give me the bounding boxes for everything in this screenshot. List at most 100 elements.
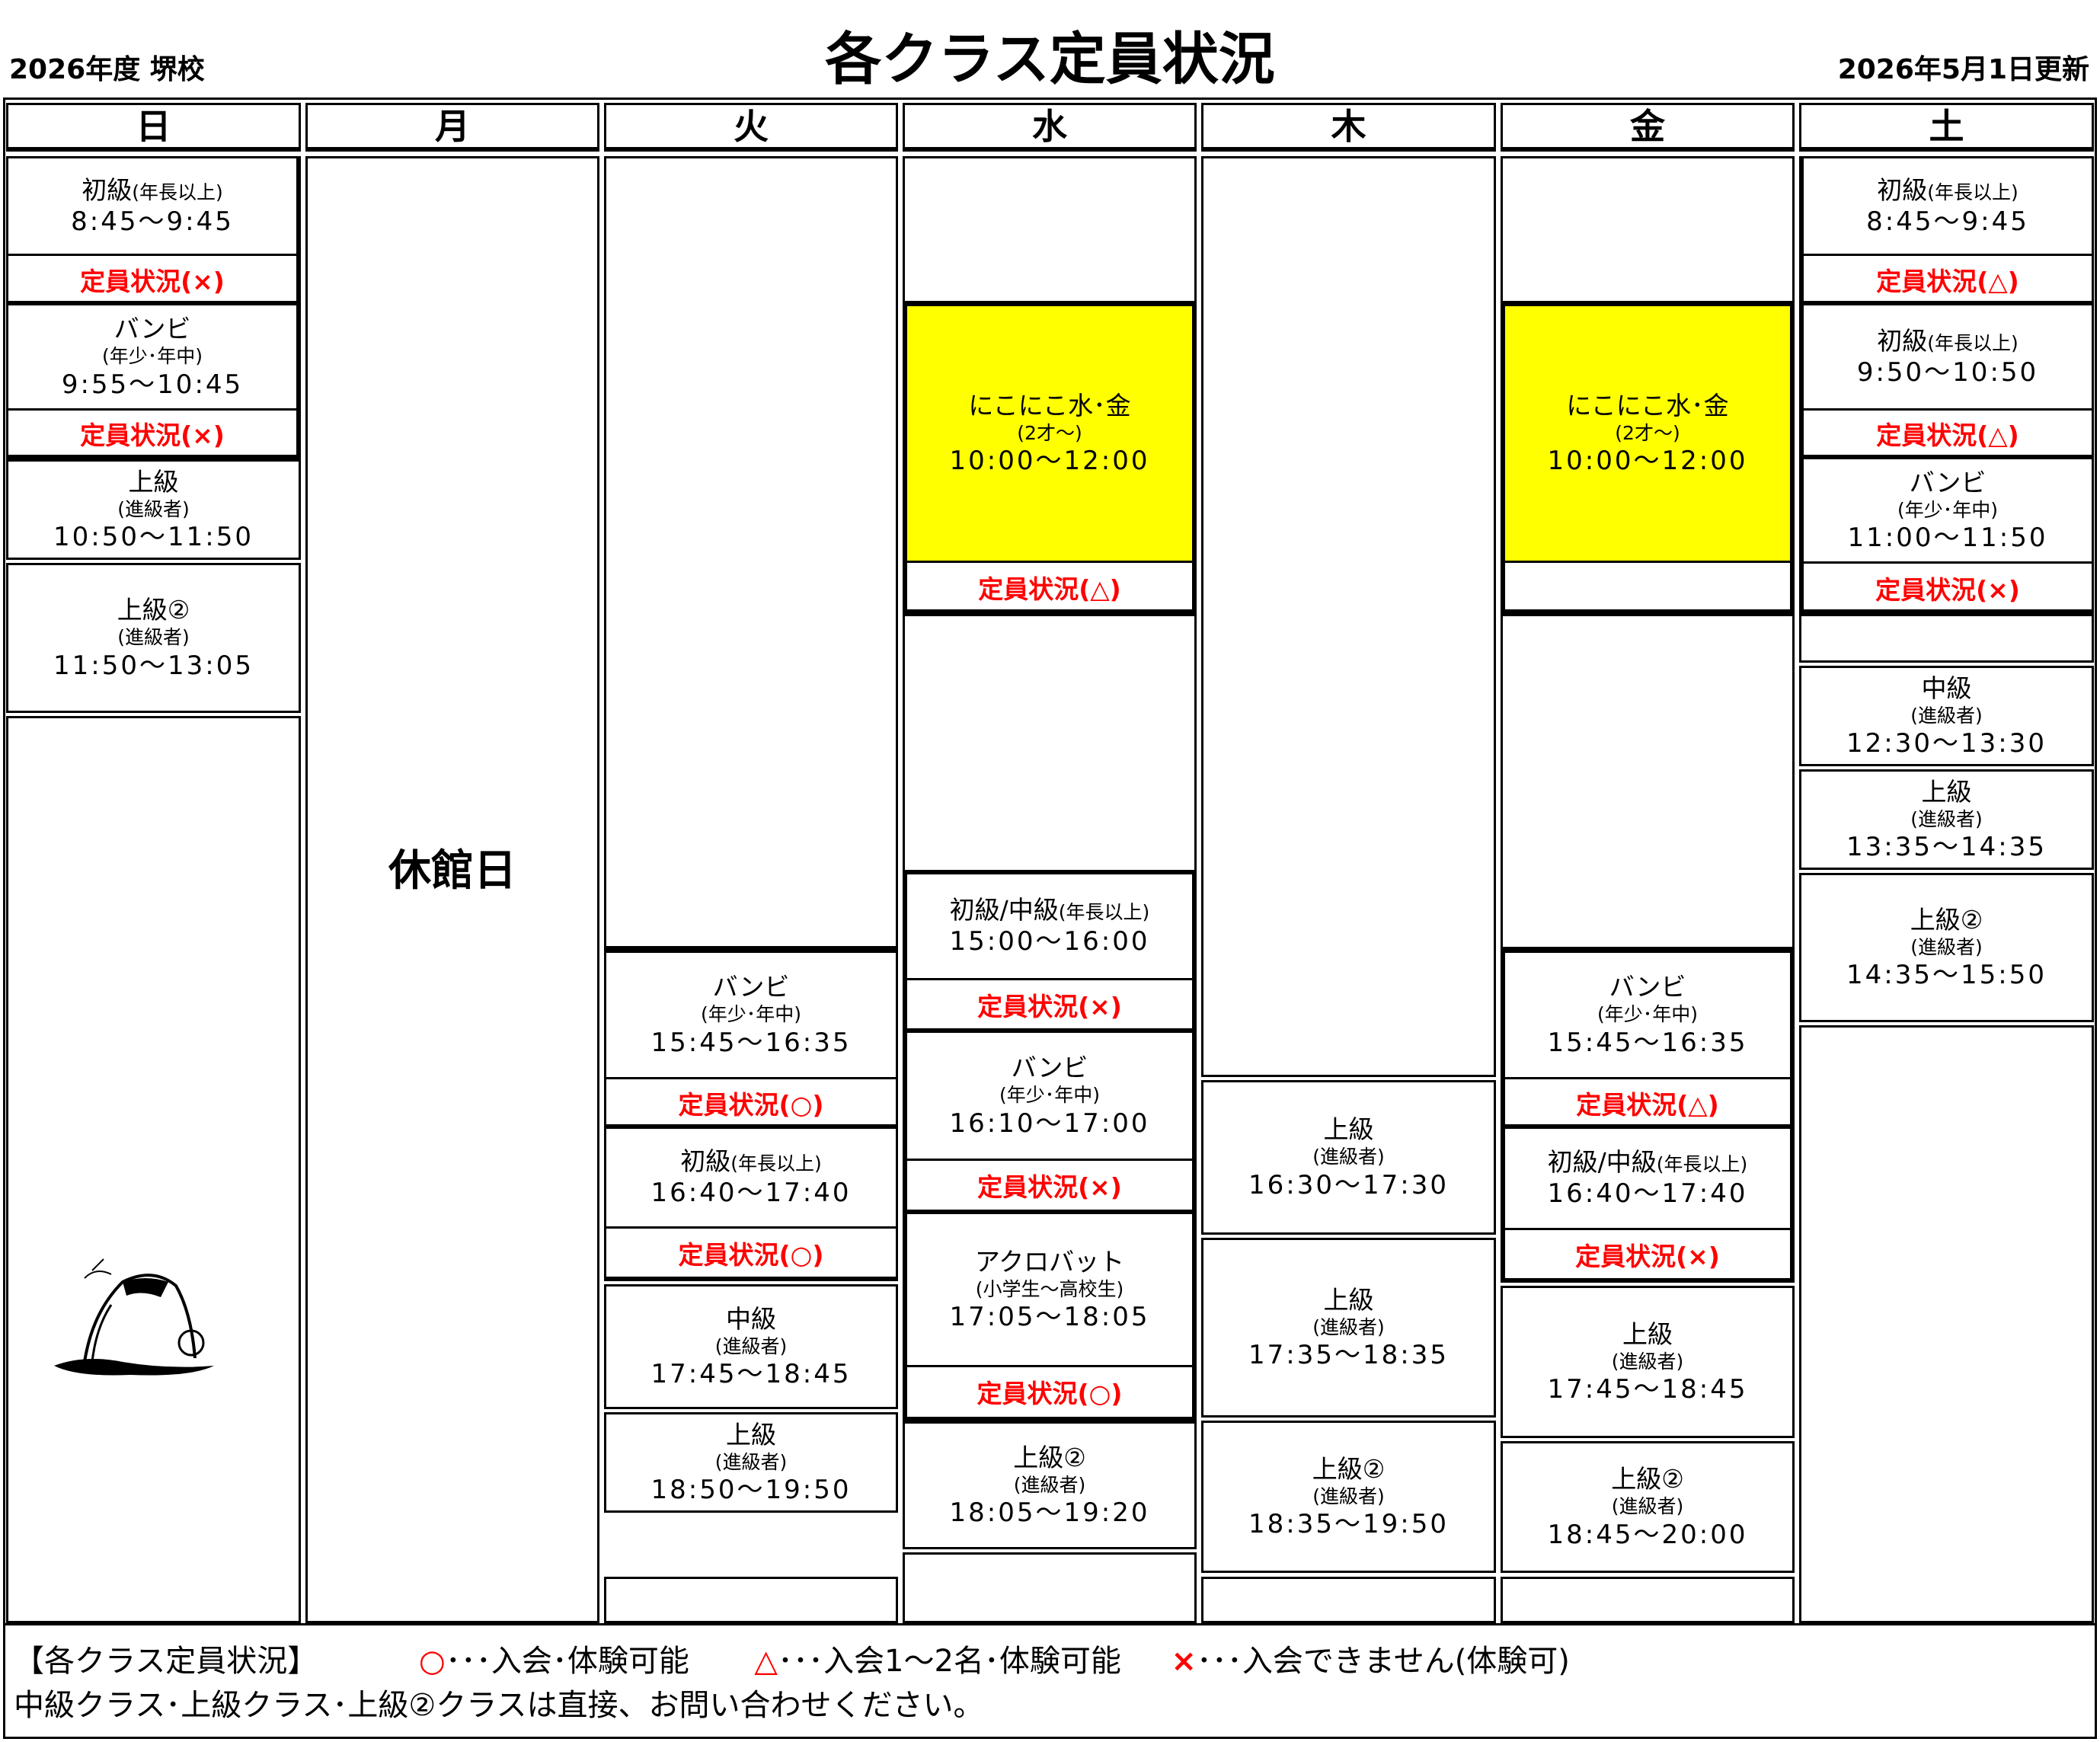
class-time: 18:05～19:20	[949, 1497, 1150, 1528]
class-time: 17:45～18:45	[1547, 1374, 1748, 1405]
class-block: 上級② (進級者) 11:50～13:05	[6, 563, 301, 713]
class-name: 上級	[726, 1419, 776, 1450]
legend-heading: 【各クラス定員状況】	[14, 1644, 318, 1679]
class-target: (年長以上)	[1927, 181, 2018, 203]
class-block: 初級(年長以上) 16:40～17:40 定員状況(○)	[604, 1129, 898, 1281]
class-name: 上級	[1622, 1318, 1673, 1349]
class-name: 初級/中級	[1547, 1147, 1657, 1178]
class-block: バンビ (年少･年中) 11:00～11:50 定員状況(×)	[1799, 459, 2094, 614]
class-info: バンビ (年少･年中) 15:45～16:35	[1505, 953, 1790, 1077]
class-target: (年長以上)	[730, 1152, 822, 1175]
class-name: バンビ	[1609, 972, 1686, 1002]
empty-slot	[903, 1552, 1197, 1623]
class-block: 上級 (進級者) 16:30～17:30	[1201, 1080, 1496, 1235]
class-target: (年少･年中)	[700, 1003, 801, 1026]
class-block: 中級 (進級者) 12:30～13:30	[1799, 666, 2094, 766]
class-time: 17:05～18:05	[949, 1302, 1150, 1332]
class-info: 上級 (進級者) 18:50～19:50	[606, 1414, 896, 1510]
class-name: 上級	[1323, 1284, 1374, 1315]
class-name: アクロバット	[974, 1246, 1125, 1277]
class-block: 上級 (進級者) 17:45～18:45	[1501, 1286, 1795, 1438]
class-name: 上級②	[1910, 904, 1983, 935]
class-info: にこにこ水･金 (2才～) 10:00～12:00	[907, 306, 1192, 561]
class-target: (年少･年中)	[1597, 1003, 1698, 1026]
class-name: 初級	[82, 174, 133, 205]
class-name: 初級	[680, 1146, 731, 1177]
class-target: (進級者)	[1910, 935, 1983, 958]
capacity-status: 定員状況(○)	[907, 1365, 1192, 1416]
class-block: 初級(年長以上) 8:45～9:45 定員状況(△)	[1799, 156, 2094, 305]
class-time: 16:30～17:30	[1248, 1169, 1449, 1200]
class-target: (進級者)	[1312, 1315, 1385, 1338]
class-block: バンビ (年少･年中) 15:45～16:35 定員状況(△)	[1501, 948, 1795, 1129]
capacity-status: 定員状況(○)	[606, 1077, 896, 1127]
class-time: 9:55～10:45	[61, 369, 244, 400]
day-header-sun: 日	[6, 103, 301, 152]
class-target: (進級者)	[117, 497, 190, 520]
class-info: アクロバット (小学生～高校生) 17:05～18:05	[907, 1214, 1192, 1365]
class-time: 18:45～20:00	[1547, 1519, 1748, 1550]
class-block: 中級 (進級者) 17:45～18:45	[604, 1284, 898, 1409]
class-time: 17:45～18:45	[650, 1359, 852, 1389]
class-target: (進級者)	[1013, 1473, 1086, 1496]
class-info: 上級 (進級者) 17:35～18:35	[1203, 1240, 1494, 1415]
class-time: 16:40～17:40	[1547, 1178, 1748, 1210]
class-info: 初級/中級(年長以上) 15:00～16:00	[907, 874, 1192, 978]
class-block: 上級 (進級者) 13:35～14:35	[1799, 769, 2094, 870]
cross-text: ･･･入会できません(体験可)	[1196, 1644, 1570, 1679]
class-target: (進級者)	[1611, 1350, 1684, 1373]
class-name: バンビ	[1011, 1053, 1088, 1082]
class-info: 上級② (進級者) 18:05～19:20	[905, 1424, 1194, 1547]
cross-mark: ×	[1171, 1644, 1197, 1679]
class-info: 中級 (進級者) 17:45～18:45	[606, 1287, 896, 1407]
column-sun: 初級(年長以上) 8:45～9:45 定員状況(×) バンビ (年少･年中) 9…	[6, 156, 301, 1623]
class-name: 上級	[1921, 776, 1972, 807]
class-time: 16:40～17:40	[650, 1178, 852, 1209]
class-name: 初級	[1877, 174, 1928, 205]
class-block: 初級/中級(年長以上) 15:00～16:00 定員状況(×)	[903, 870, 1197, 1033]
legend-line: 【各クラス定員状況】 ○･･･入会･体験可能 △･･･入会1～2名･体験可能 ×…	[14, 1639, 2097, 1683]
class-target: (年少･年中)	[101, 345, 203, 368]
class-name: 上級	[1323, 1114, 1374, 1144]
legend: 【各クラス定員状況】 ○･･･入会･体験可能 △･･･入会1～2名･体験可能 ×…	[3, 1623, 2097, 1739]
class-name: にこにこ水･金	[1566, 390, 1729, 420]
class-block: 上級 (進級者) 18:50～19:50	[604, 1412, 898, 1513]
class-time: 16:10～17:00	[949, 1108, 1150, 1139]
class-target: (年長以上)	[132, 181, 223, 203]
class-block: バンビ (年少･年中) 15:45～16:35 定員状況(○)	[604, 948, 898, 1129]
class-target: (年長以上)	[1058, 901, 1150, 924]
class-target: (進級者)	[1312, 1485, 1385, 1507]
class-info: 初級(年長以上) 9:50～10:50	[1804, 305, 2092, 408]
class-time: 8:45～9:45	[1866, 206, 2029, 237]
class-time: 18:50～19:50	[650, 1475, 852, 1505]
class-block: バンビ (年少･年中) 16:10～17:00 定員状況(×)	[903, 1033, 1197, 1214]
class-name: 中級	[726, 1303, 776, 1334]
column-mon: 休館日	[305, 156, 599, 1623]
capacity-status: 定員状況(×)	[8, 408, 296, 456]
class-block: 初級/中級(年長以上) 16:40～17:40 定員状況(×)	[1501, 1129, 1795, 1283]
class-info: にこにこ水･金 (2才～) 10:00～12:00	[1505, 306, 1790, 561]
class-name: 上級②	[117, 595, 190, 625]
class-time: 8:45～9:45	[71, 206, 234, 237]
class-target: (進級者)	[1312, 1146, 1385, 1168]
class-target: (進級者)	[1910, 704, 1983, 727]
class-time: 15:00～16:00	[949, 926, 1150, 957]
class-target: (年少･年中)	[999, 1084, 1100, 1107]
class-block: 初級(年長以上) 9:50～10:50 定員状況(△)	[1799, 305, 2094, 459]
class-target: (進級者)	[1910, 807, 1983, 830]
empty-slot	[1201, 1577, 1496, 1623]
empty-slot	[1501, 1577, 1795, 1623]
empty-slot	[1501, 156, 1795, 303]
day-header-fri: 金	[1501, 103, 1795, 152]
class-name: バンビ	[113, 314, 191, 344]
class-name: 初級/中級	[949, 895, 1059, 925]
capacity-status: 定員状況(△)	[1804, 254, 2092, 303]
class-block: 上級② (進級者) 14:35～15:50	[1799, 873, 2094, 1022]
class-info: 上級② (進級者) 18:45～20:00	[1503, 1443, 1792, 1571]
empty-slot	[604, 1577, 898, 1623]
class-info: 上級 (進級者) 16:30～17:30	[1203, 1082, 1494, 1232]
class-time: 17:35～18:35	[1248, 1340, 1449, 1370]
class-block: 初級(年長以上) 8:45～9:45 定員状況(×)	[6, 156, 301, 305]
empty-slot	[1201, 156, 1496, 1077]
empty-slot	[903, 614, 1197, 873]
